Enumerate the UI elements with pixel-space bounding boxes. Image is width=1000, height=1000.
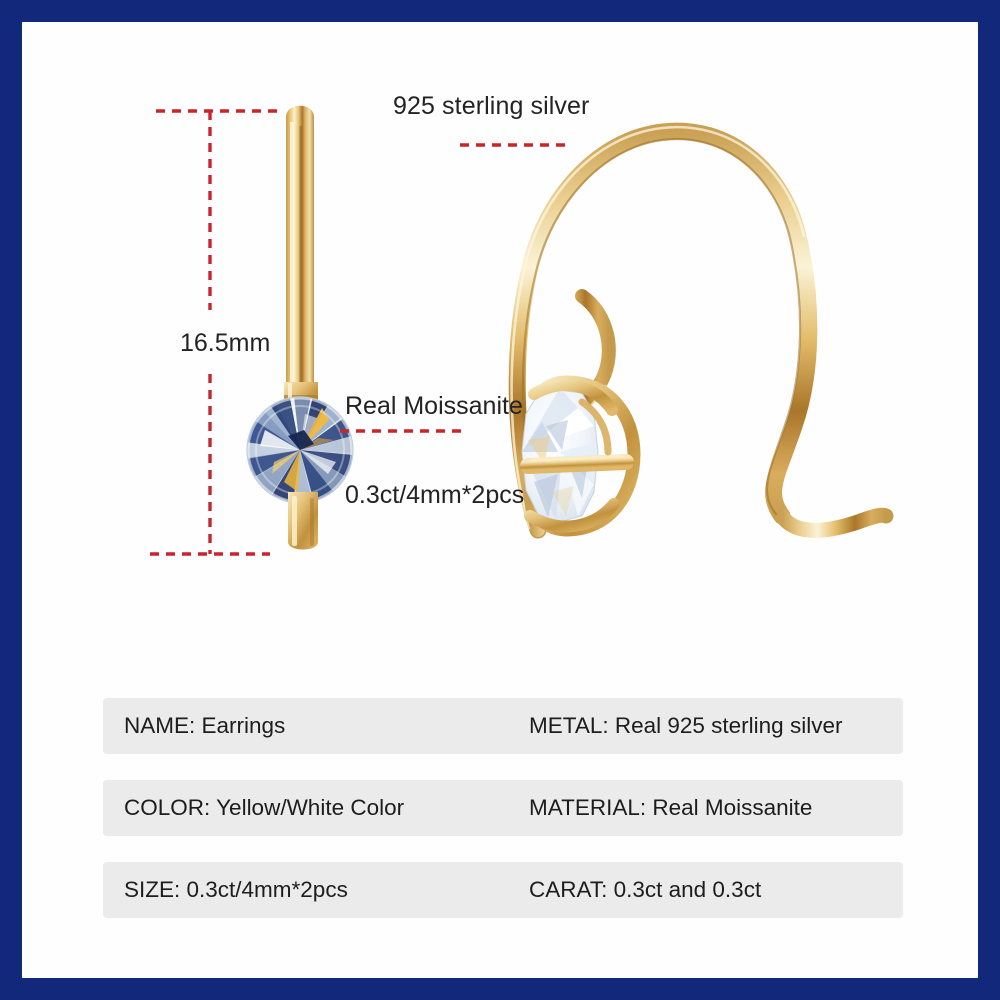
left-earring-graphic [246, 105, 354, 550]
left-gem [246, 396, 354, 504]
table-row: NAME: Earrings METAL: Real 925 sterling … [103, 698, 903, 754]
spec-material: MATERIAL: Real Moissanite [529, 795, 813, 820]
spec-name: NAME: Earrings [124, 713, 286, 738]
spec-metal: METAL: Real 925 sterling silver [529, 713, 843, 738]
spec-carat: CARAT: 0.3ct and 0.3ct [529, 877, 762, 902]
label-real-moissanite: Real Moissanite 0.3ct/4mm*2pcs [345, 333, 524, 569]
right-earring-graphic [508, 122, 894, 539]
right-gem [521, 389, 599, 523]
specification-table: NAME: Earrings METAL: Real 925 sterling … [103, 698, 903, 944]
label-925-sterling-silver: 925 sterling silver [393, 92, 590, 120]
content-canvas: 925 sterling silver 16.5mm Real Moissani… [22, 22, 978, 978]
right-gem-setting [520, 375, 641, 537]
table-row: COLOR: Yellow/White Color MATERIAL: Real… [103, 780, 903, 836]
spec-color: COLOR: Yellow/White Color [124, 795, 405, 820]
label-moissanite-line2: 0.3ct/4mm*2pcs [345, 480, 525, 509]
label-moissanite-line1: Real Moissanite [345, 392, 523, 420]
label-dimension-16-5mm: 16.5mm [180, 329, 271, 357]
table-row: SIZE: 0.3ct/4mm*2pcs CARAT: 0.3ct and 0.… [103, 862, 903, 918]
spec-size: SIZE: 0.3ct/4mm*2pcs [124, 877, 348, 902]
